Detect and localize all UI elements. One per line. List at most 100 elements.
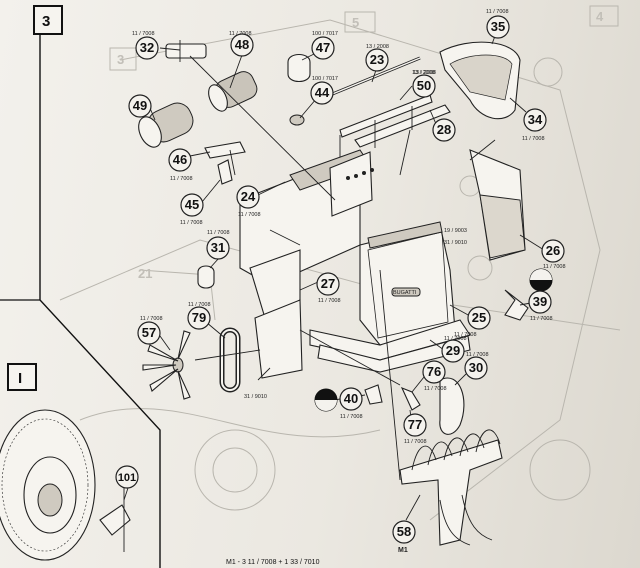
svg-text:27: 27: [321, 276, 335, 291]
part-label-32: 11 / 7008 32: [132, 31, 159, 60]
svg-text:26: 26: [546, 243, 560, 258]
part-drawings: [138, 40, 521, 185]
part-label-58: 58 M1: [392, 520, 416, 554]
svg-text:23: 23: [370, 52, 384, 67]
exhaust-manifold: [399, 429, 503, 546]
part-label-45: 45 11 / 7008: [180, 193, 204, 226]
svg-text:24: 24: [241, 189, 256, 204]
svg-text:11 / 7008: 11 / 7008: [454, 332, 477, 338]
part-label-31: 11 / 7008 31: [206, 230, 230, 260]
engraving-label: BUGATTI: [393, 290, 417, 296]
svg-text:77: 77: [408, 417, 422, 432]
step-number: 3: [42, 13, 50, 30]
svg-text:11 / 7008: 11 / 7008: [522, 136, 545, 142]
svg-text:11 / 7008: 11 / 7008: [132, 31, 155, 37]
lower-parts: [142, 265, 503, 546]
part-label-101: 101: [115, 465, 139, 489]
svg-text:11 / 7008: 11 / 7008: [207, 230, 230, 236]
part-label-44: 100 / 7017 44: [310, 76, 338, 105]
svg-text:11 / 7008: 11 / 7008: [180, 220, 203, 226]
leader-lines: [123, 27, 545, 521]
svg-text:45: 45: [185, 197, 199, 212]
svg-text:11 / 7008: 11 / 7008: [530, 316, 553, 322]
svg-text:100 / 7017: 100 / 7017: [312, 76, 338, 82]
inline-codes: 13 / 2008 19 / 9003 31 / 9010 31 / 9010 …: [244, 70, 477, 400]
svg-text:31 / 9010: 31 / 9010: [244, 394, 267, 400]
part-label-50: 13 / 2008 50: [412, 70, 436, 98]
svg-text:48: 48: [235, 37, 249, 52]
svg-text:11 / 7008: 11 / 7008: [404, 439, 427, 445]
ghost-number: 5: [352, 15, 359, 30]
engine-block: BUGATTI: [239, 149, 529, 379]
svg-text:57: 57: [142, 325, 156, 340]
svg-text:11 / 7008: 11 / 7008: [444, 336, 467, 342]
show-through-background: 5 4 3 21: [59, 5, 621, 521]
svg-text:47: 47: [316, 40, 330, 55]
part-label-35: 11 / 7008 35: [486, 9, 510, 39]
part-labels: 11 / 7008 32 11 / 7008 48 100 / 7017 47 …: [115, 9, 566, 554]
svg-text:32: 32: [140, 40, 154, 55]
svg-text:11 / 7008: 11 / 7008: [140, 316, 163, 322]
part-label-23: 13 / 2008 23: [365, 44, 389, 72]
svg-text:31 / 9010: 31 / 9010: [444, 240, 467, 246]
step-box: [33, 5, 63, 35]
svg-text:11 / 7008: 11 / 7008: [188, 302, 211, 308]
part-label-49: 49: [128, 94, 152, 118]
svg-text:79: 79: [192, 310, 206, 325]
svg-text:34: 34: [528, 112, 543, 127]
svg-text:76: 76: [427, 364, 441, 379]
svg-text:11 / 7008: 11 / 7008: [543, 264, 566, 270]
part-label-40: 40 11 / 7008: [314, 387, 363, 420]
svg-text:101: 101: [118, 472, 136, 484]
part-label-24: 24 11 / 7008: [236, 185, 261, 218]
svg-text:11 / 7008: 11 / 7008: [424, 386, 447, 392]
svg-text:39: 39: [533, 294, 547, 309]
wheel-assembly: [0, 409, 131, 561]
part-label-57: 11 / 7008 57: [137, 316, 163, 345]
svg-text:11 / 7008: 11 / 7008: [318, 298, 341, 304]
part-label-48: 11 / 7008 48: [229, 31, 254, 57]
svg-text:46: 46: [173, 152, 187, 167]
part-label-29: 11 / 7008 29: [441, 336, 467, 363]
part-label-39: 39 11 / 7008: [528, 268, 553, 322]
ghost-number: 4: [596, 9, 604, 24]
part-label-30: 11 / 7008 30: [464, 352, 489, 380]
panel-borders: 3 I: [0, 5, 161, 568]
part-label-26: 26 11 / 7008: [541, 239, 566, 270]
svg-text:13 / 2008: 13 / 2008: [413, 70, 436, 76]
svg-text:29: 29: [446, 343, 460, 358]
footer-note: M1 - 3 11 / 7008 + 1 33 / 7010: [226, 559, 320, 566]
part-label-77: 77 11 / 7008: [403, 413, 427, 445]
ghost-number: 21: [138, 266, 152, 281]
part-label-79: 11 / 7008 79: [187, 302, 211, 330]
svg-text:100 / 7017: 100 / 7017: [312, 31, 338, 37]
part-label-46: 46 11 / 7008: [168, 148, 193, 182]
svg-text:49: 49: [133, 98, 147, 113]
svg-text:31: 31: [211, 240, 225, 255]
svg-text:13 / 2008: 13 / 2008: [366, 44, 389, 50]
svg-text:11 / 7008: 11 / 7008: [340, 414, 363, 420]
svg-text:13 / 2008: 13 / 2008: [412, 70, 435, 76]
svg-text:19 / 9003: 19 / 9003: [444, 228, 467, 234]
svg-text:58: 58: [397, 524, 411, 539]
svg-text:11 / 7008: 11 / 7008: [486, 9, 509, 15]
part-label-28: 28: [432, 118, 456, 142]
svg-text:44: 44: [315, 85, 330, 100]
part-label-27: 27 11 / 7008: [316, 272, 341, 304]
svg-text:11 / 7008: 11 / 7008: [466, 352, 489, 358]
part-label-25: 25: [467, 306, 491, 330]
part-label-76: 76 11 / 7008: [422, 360, 447, 392]
svg-text:11 / 7008: 11 / 7008: [238, 212, 261, 218]
svg-text:25: 25: [472, 310, 486, 325]
svg-text:11 / 7008: 11 / 7008: [170, 176, 193, 182]
step-number: I: [18, 370, 22, 387]
step-box: [7, 363, 37, 391]
svg-text:30: 30: [469, 360, 483, 375]
svg-text:35: 35: [491, 19, 505, 34]
svg-text:40: 40: [344, 391, 358, 406]
part-label-47: 100 / 7017 47: [311, 31, 338, 60]
svg-text:M1: M1: [398, 547, 408, 554]
svg-text:50: 50: [417, 78, 431, 93]
